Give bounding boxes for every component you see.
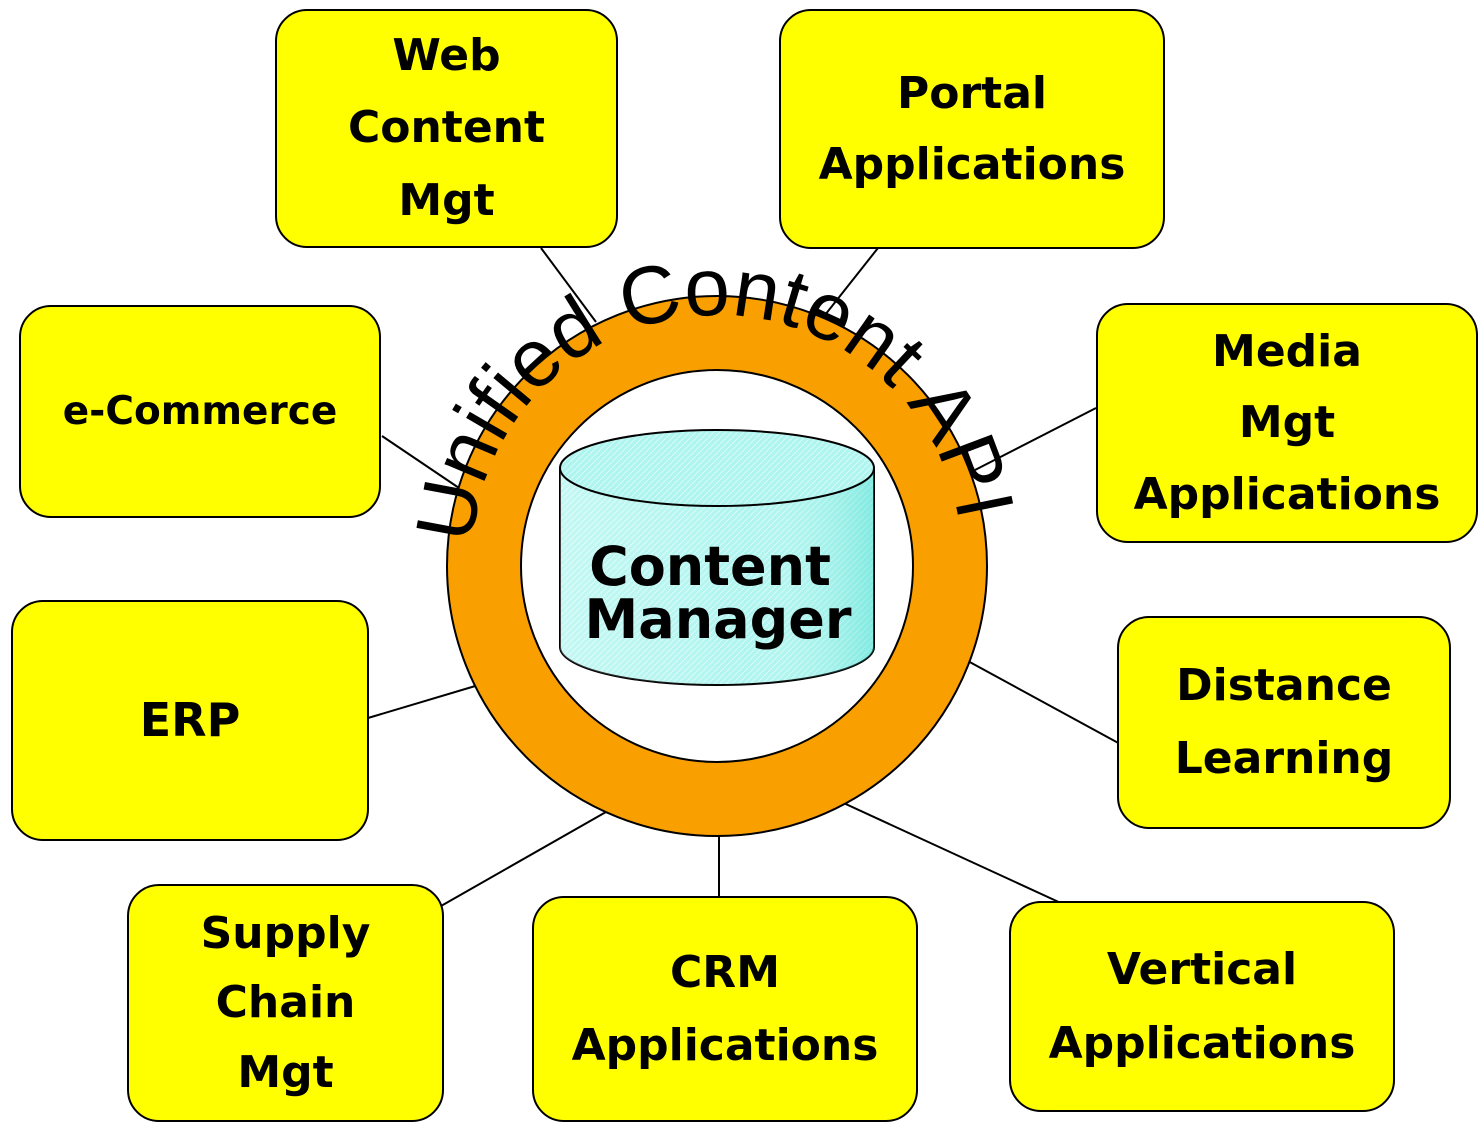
database-label-line1: Content [589,535,831,598]
connector-portal [824,247,879,316]
box-vertical-line1: Vertical [1106,944,1298,996]
box-supply-line1: Supply [200,907,371,959]
box-distance-learning: Distance Learning [1117,616,1451,829]
box-media-mgt-applications: Media Mgt Applications [1096,303,1478,543]
box-vertical-line2: Applications [1048,1017,1356,1069]
connector-media [974,407,1097,471]
box-web-line1: Web [392,29,501,81]
box-media-line2: Mgt [1238,397,1336,449]
box-erp: ERP [11,600,369,841]
connector-distance [965,659,1123,746]
box-distance-line2: Learning [1174,732,1394,784]
api-ring [447,296,987,836]
connector-erp [367,683,483,719]
box-ecommerce-line1: e-Commerce [62,388,338,434]
api-ring-outer-edge [446,295,988,837]
box-vertical-applications: Vertical Applications [1009,901,1395,1112]
box-supply-line3: Mgt [237,1046,334,1098]
box-ecommerce: e-Commerce [19,305,381,518]
box-crm-applications: CRM Applications [532,896,918,1122]
box-media-line1: Media [1212,326,1362,378]
connector-supply [433,803,621,911]
box-portal-line2: Applications [818,139,1126,190]
database-label-line2: Manager [585,588,852,651]
box-portal-applications: Portal Applications [779,9,1165,249]
connector-vertical [823,793,1064,905]
box-crm-line1: CRM [670,946,780,998]
connector-ecommerce [381,435,463,491]
box-media-line3: Applications [1133,468,1441,520]
box-distance-line1: Distance [1176,659,1392,711]
box-supply-line2: Chain [215,977,356,1029]
box-crm-line2: Applications [571,1020,879,1071]
connector-lines [367,247,1123,911]
database-cylinder-icon [559,429,875,686]
box-supply-chain-mgt: Supply Chain Mgt [127,884,444,1122]
box-web-line2: Content [347,102,546,154]
box-erp-line1: ERP [139,693,241,748]
box-web-line3: Mgt [398,174,495,226]
connector-web [540,247,597,323]
box-web-content-mgt: Web Content Mgt [275,9,618,248]
box-portal-line1: Portal [897,67,1047,119]
